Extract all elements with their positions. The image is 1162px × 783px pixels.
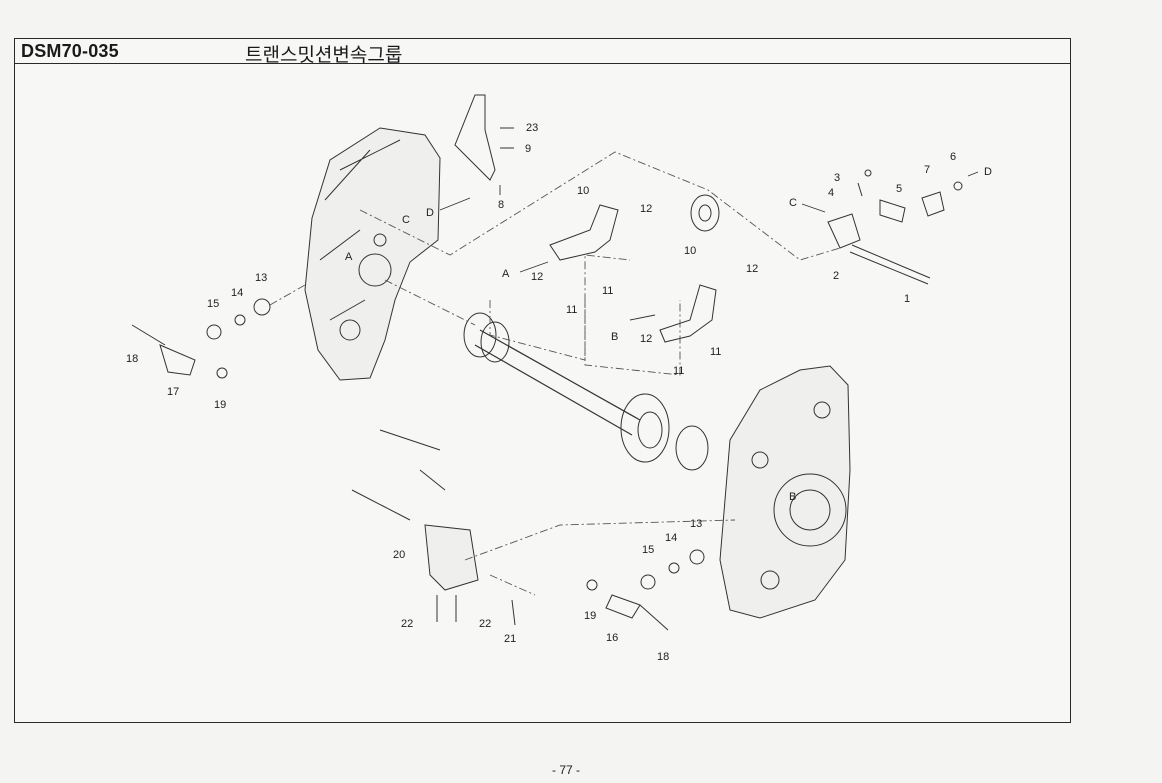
page-number: - 77 -	[552, 763, 581, 777]
callout-B-arrow: B	[611, 331, 618, 343]
callout-14-right: 14	[665, 532, 677, 544]
callout-B-housing: B	[789, 491, 796, 503]
figure-title: 트랜스밋션변속그룹	[245, 44, 403, 66]
callout-11-lower-b: 11	[673, 365, 684, 377]
callout-13-right: 13	[690, 518, 702, 530]
shift-rail-drawing	[849, 244, 931, 285]
callout-2: 2	[833, 270, 839, 282]
callout-11-upper-a: 11	[602, 285, 613, 297]
diagram-frame: DSM70-035 트랜스밋션변속그룹	[14, 38, 1071, 723]
callout-20: 20	[393, 549, 405, 561]
callout-5: 5	[896, 183, 902, 195]
callout-1: 1	[904, 293, 910, 305]
callout-22-right: 22	[479, 618, 491, 630]
shift-fork-drawing	[549, 204, 619, 261]
callout-C-right: C	[789, 197, 797, 209]
callout-12-lower-right: 12	[746, 263, 758, 275]
callout-12-lower-left: 12	[640, 333, 652, 345]
callout-19-right: 19	[584, 610, 596, 622]
header-bar: DSM70-035 트랜스밋션변속그룹	[15, 39, 1070, 66]
callout-12-upper-right: 12	[640, 203, 652, 215]
callout-A-arrow: A	[502, 268, 510, 280]
callout-15-left: 15	[207, 298, 219, 310]
callout-7: 7	[924, 164, 930, 176]
callout-11-upper-b: 11	[566, 304, 577, 316]
callout-6: 6	[950, 151, 956, 163]
callout-12-upper-left: 12	[531, 271, 543, 283]
callout-10-upper: 10	[577, 185, 589, 197]
callout-16: 16	[606, 632, 618, 644]
main-shaft-drawing	[474, 329, 641, 436]
right-housing-drawing	[719, 365, 851, 619]
callout-18-right: 18	[657, 651, 669, 663]
callout-4: 4	[828, 187, 834, 199]
shift-lever-drawing	[454, 94, 496, 181]
callout-8: 8	[498, 199, 504, 211]
callout-14-left: 14	[231, 287, 243, 299]
callout-C-left: C	[402, 214, 410, 226]
callout-D-right: D	[984, 166, 992, 178]
figure-code: DSM70-035	[21, 41, 119, 61]
callout-13-left: 13	[255, 272, 267, 284]
callout-9: 9	[525, 143, 531, 155]
callout-3: 3	[834, 172, 840, 184]
callout-A-housing: A	[345, 251, 353, 263]
callout-22-left: 22	[401, 618, 413, 630]
callout-18-left: 18	[126, 353, 138, 365]
callout-10-lower: 10	[684, 245, 696, 257]
callout-19-left: 19	[214, 399, 226, 411]
callout-11-lower-a: 11	[710, 346, 721, 358]
callout-15-right: 15	[642, 544, 654, 556]
callout-23: 23	[526, 122, 538, 134]
callout-21: 21	[504, 633, 516, 645]
callout-17: 17	[167, 386, 179, 398]
callout-D-left: D	[426, 207, 434, 219]
valve-block-drawing	[424, 524, 479, 591]
